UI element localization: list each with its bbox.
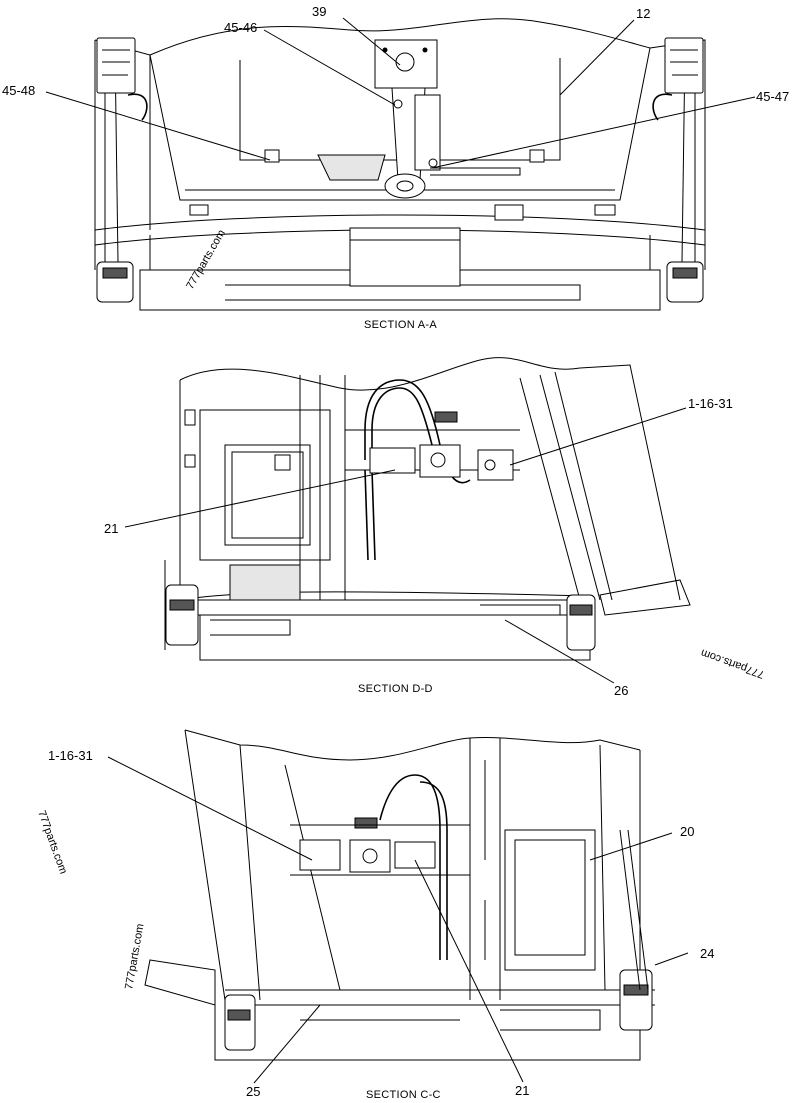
section-a-caption: SECTION A-A <box>364 319 437 331</box>
watermark-3: 777parts.com <box>35 809 69 876</box>
watermark-2: 777parts.com <box>699 646 766 680</box>
callout-24: 24 <box>700 946 714 961</box>
watermark-1: 777parts.com <box>184 228 228 292</box>
callouts: 39 12 45-46 45-48 45-47 SECTION A-A 1-16… <box>2 4 789 1101</box>
callout-45-48: 45-48 <box>2 83 35 98</box>
callout-39: 39 <box>312 4 326 19</box>
watermark-4: 777parts.com <box>123 923 146 991</box>
section-a-drawing <box>94 18 706 311</box>
callout-25: 25 <box>246 1084 260 1099</box>
leader-lines <box>45 17 756 1084</box>
callout-1-16-31-c: 1-16-31 <box>48 748 93 763</box>
callout-12: 12 <box>636 6 650 21</box>
callout-26: 26 <box>614 683 628 698</box>
section-d-caption: SECTION D-D <box>358 683 433 695</box>
callout-45-47: 45-47 <box>756 89 789 104</box>
callout-21-c: 21 <box>515 1083 529 1098</box>
callout-20: 20 <box>680 824 694 839</box>
section-d-drawing <box>164 357 691 661</box>
callout-1-16-31-d: 1-16-31 <box>688 396 733 411</box>
section-c-caption: SECTION C-C <box>366 1089 441 1101</box>
callout-21-d: 21 <box>104 521 118 536</box>
callout-45-46: 45-46 <box>224 20 257 35</box>
section-c-drawing <box>144 729 655 1061</box>
